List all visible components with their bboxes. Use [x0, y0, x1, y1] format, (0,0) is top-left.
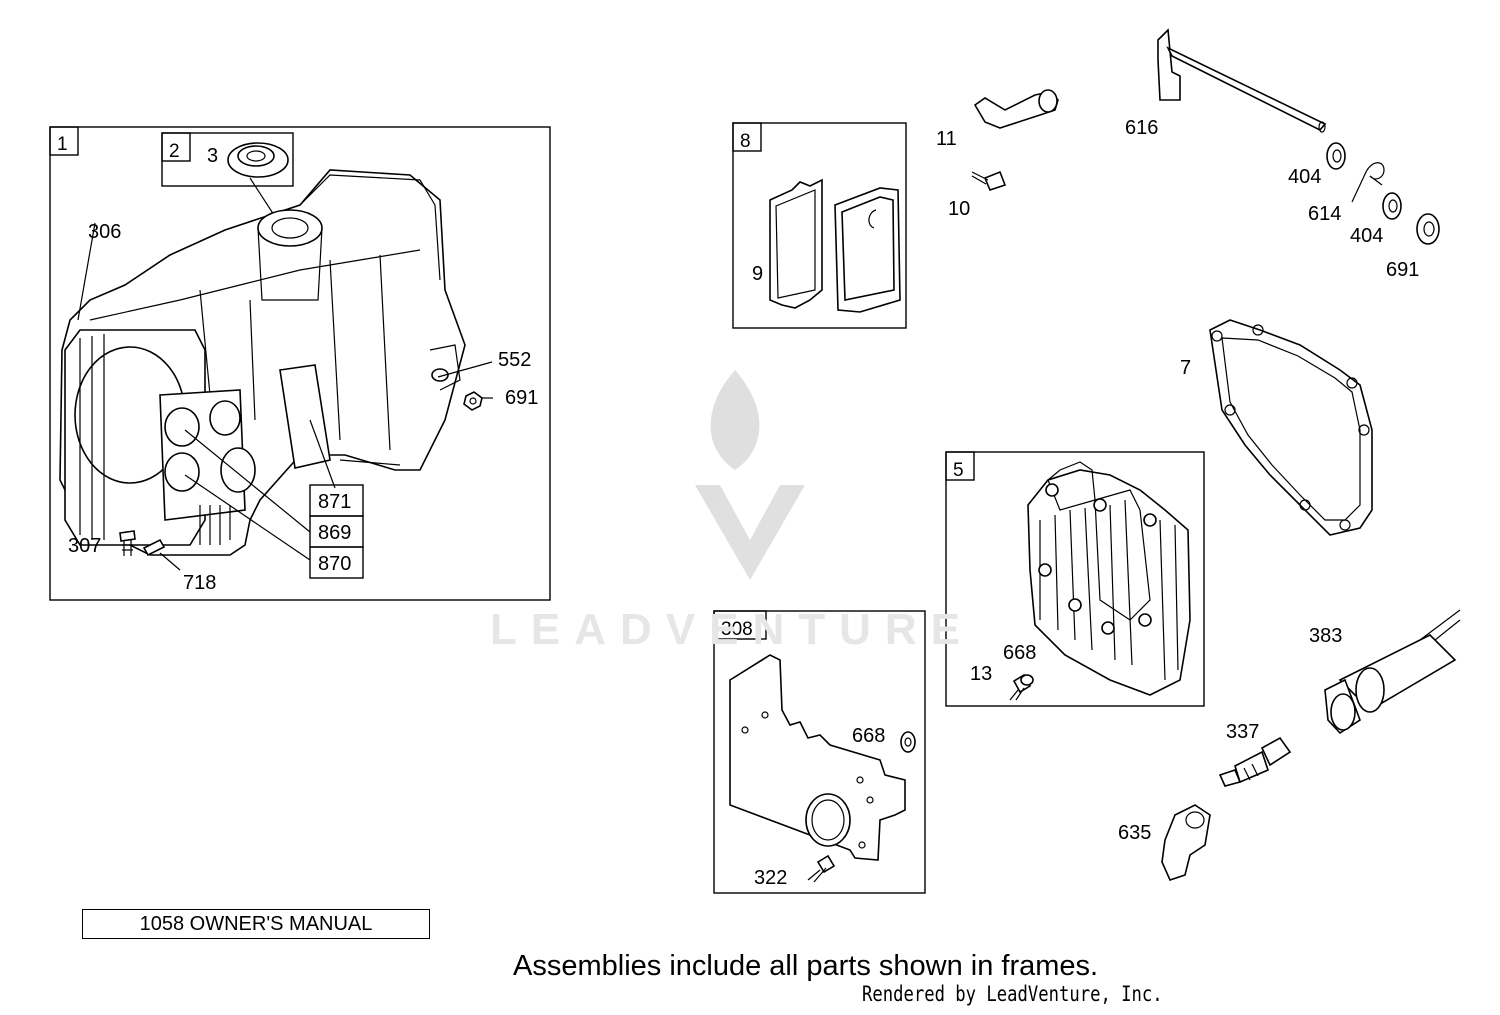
callout-869: 869: [318, 522, 351, 544]
breather-gasket-part: [769, 178, 823, 309]
pin-718-part: [142, 538, 166, 557]
nut-691-part: [463, 391, 483, 411]
callout-383: 383: [1309, 625, 1342, 647]
spark-plug-boot-part: [1161, 804, 1211, 881]
frame-1-number: 1: [57, 134, 68, 155]
washer-404-bottom-part: [1382, 192, 1402, 220]
head-bolt-13-part: [1009, 673, 1034, 701]
callout-306: 306: [88, 221, 121, 243]
frame-1: [49, 126, 551, 601]
cylinder-head-part: [1027, 461, 1191, 696]
frame-8-number: 8: [740, 131, 751, 152]
callout-11: 11: [936, 128, 957, 150]
governor-shaft-part: [1157, 28, 1327, 133]
spark-plug-part: [1218, 736, 1292, 787]
callout-616: 616: [1125, 117, 1158, 139]
frame-2-tag: [161, 132, 191, 162]
frame-308: [713, 610, 926, 894]
cylinder-shield-part: [729, 654, 906, 861]
callout-404-bottom: 404: [1350, 225, 1383, 247]
callout-552: 552: [498, 349, 531, 371]
callout-322: 322: [754, 867, 787, 889]
callout-10: 10: [948, 198, 970, 220]
crankcase-part: [59, 169, 466, 556]
callout-614: 614: [1308, 203, 1341, 225]
frame-5-tag: [945, 451, 975, 481]
owners-manual-label: 1058 OWNER'S MANUAL: [139, 912, 373, 935]
callout-691: 691: [505, 387, 538, 409]
flame-v-logo-icon: [695, 370, 805, 580]
callout-691-right: 691: [1386, 259, 1419, 281]
rendered-by-credit: Rendered by LeadVenture, Inc.: [862, 982, 1163, 1006]
callout-871: 871: [318, 491, 351, 513]
screw-307-part: [119, 530, 136, 556]
screw-10-part: [971, 170, 1007, 191]
callout-3: 3: [207, 145, 218, 167]
callout-307: 307: [68, 535, 101, 557]
frame-5-number: 5: [953, 460, 964, 481]
callout-668-shield: 668: [852, 725, 885, 747]
screw-322-part: [807, 854, 836, 883]
callout-337: 337: [1226, 721, 1259, 743]
assemblies-note: Assemblies include all parts shown in fr…: [513, 950, 1099, 982]
breather-tube-part: [973, 89, 1059, 129]
callout-13: 13: [970, 663, 992, 685]
frame-308-number: 308: [721, 619, 753, 640]
callout-668-head: 668: [1003, 642, 1036, 664]
callout-7: 7: [1180, 357, 1191, 379]
owners-manual-box: 1058 OWNER'S MANUAL: [82, 909, 430, 939]
hitch-pin-614-part: [1351, 162, 1385, 203]
callout-9: 9: [752, 263, 763, 285]
washer-668-part: [900, 731, 916, 753]
washer-404-top-part: [1326, 142, 1346, 170]
oil-seal-part: [227, 142, 289, 178]
seal-691-part: [1416, 213, 1440, 245]
frame-8: [732, 122, 907, 329]
label-box-870: [309, 546, 364, 579]
ignition-armature-part: [1324, 609, 1461, 735]
callout-635: 635: [1118, 822, 1151, 844]
frame-1-tag: [49, 126, 79, 156]
frame-2-number: 2: [169, 141, 180, 162]
cylinder-head-gasket-part: [1209, 319, 1373, 536]
frame-308-tag: [713, 610, 767, 640]
watermark-text: LEADVENTURE: [490, 605, 975, 654]
breather-cover-part: [834, 187, 901, 313]
callout-718: 718: [183, 572, 216, 594]
frame-8-tag: [732, 122, 762, 152]
frame-5: [945, 451, 1205, 707]
callout-870: 870: [318, 553, 351, 575]
callout-404-top: 404: [1288, 166, 1321, 188]
